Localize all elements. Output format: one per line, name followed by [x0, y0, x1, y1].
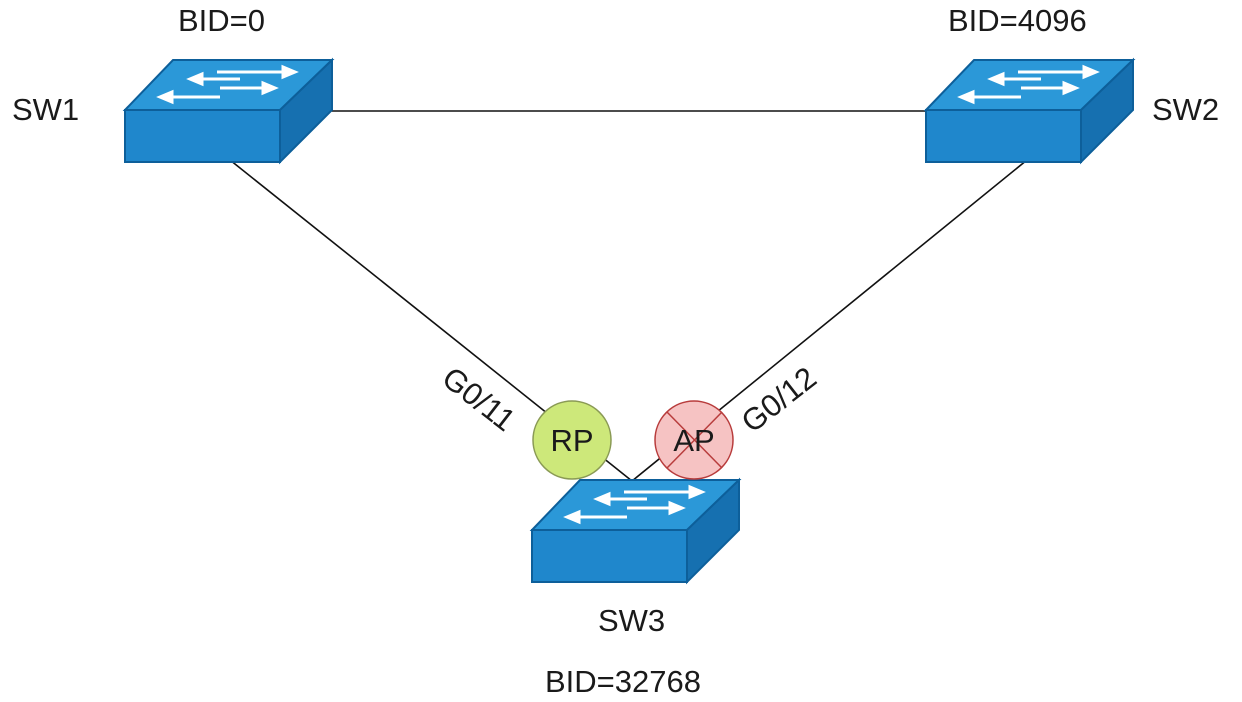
root-port-label: RP [550, 423, 593, 458]
sw3-bid: BID=32768 [545, 664, 701, 699]
sw1-name: SW1 [12, 92, 79, 127]
interface-g0-12-label: G0/12 [735, 360, 823, 440]
sw1-bid: BID=0 [178, 3, 265, 38]
sw2-name: SW2 [1152, 92, 1219, 127]
switch-sw2-icon[interactable] [924, 58, 1135, 164]
switch-sw1-icon[interactable] [123, 58, 334, 164]
sw2-bid: BID=4096 [948, 3, 1087, 38]
interface-g0-11-label: G0/11 [436, 360, 522, 438]
root-port-circle [532, 400, 612, 480]
sw3-name: SW3 [598, 603, 665, 638]
root-port-marker[interactable]: RP [532, 400, 612, 480]
alternate-port-marker[interactable]: AP [654, 400, 734, 480]
switch-sw3-icon[interactable] [530, 478, 741, 584]
alternate-port-label: AP [673, 423, 714, 458]
blocked-cross-icon [666, 411, 723, 469]
